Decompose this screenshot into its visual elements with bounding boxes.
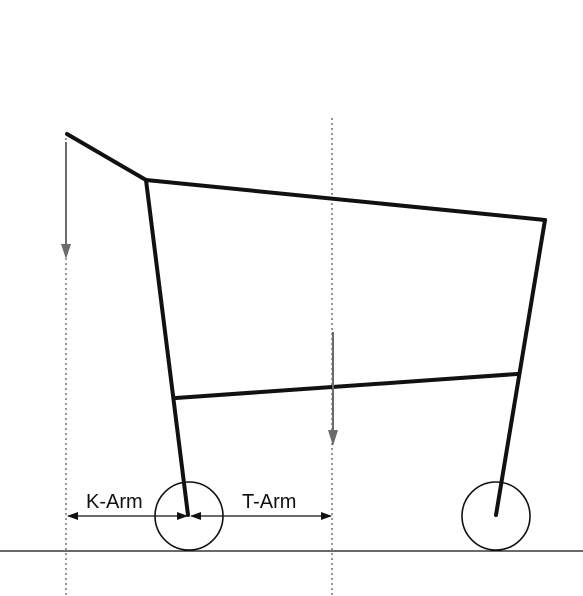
handle-force-arrow [61,142,71,259]
cart-front-leg [144,178,190,517]
cart-handle [65,132,148,182]
t-arm-dimension [190,512,332,520]
cart-rear-leg [494,218,547,517]
k-arm-dimension [67,512,188,520]
cart-top-rail [144,178,547,222]
load-force-arrow [328,332,338,446]
cart-lower-rail [174,372,519,400]
t-arm-label: T-Arm [242,491,296,513]
rear-wheel [461,481,531,551]
cart-frame [65,132,547,517]
k-arm-label: K-Arm [86,491,143,513]
